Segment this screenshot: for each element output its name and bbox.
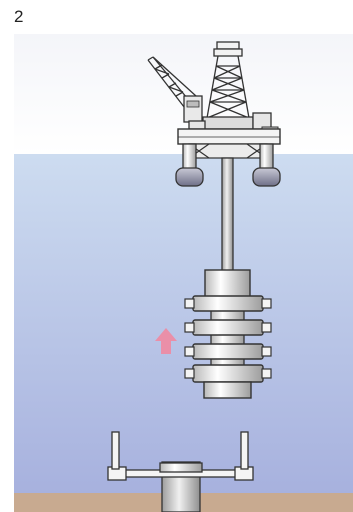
drilling-rig — [147, 41, 281, 187]
deck-truss — [188, 143, 268, 159]
bop-stack — [184, 269, 272, 399]
step-number-label: 2 — [14, 7, 24, 26]
pontoon-right — [252, 167, 281, 187]
derrick-tower — [206, 41, 250, 119]
rig-deck — [177, 128, 281, 145]
rig-column-left — [182, 143, 197, 171]
rig-column-right — [259, 143, 274, 171]
riser-pipe — [221, 157, 234, 272]
up-arrow-icon — [155, 328, 177, 354]
water-zone — [14, 154, 353, 494]
wellhead — [107, 431, 254, 512]
pontoon-left — [175, 167, 204, 187]
